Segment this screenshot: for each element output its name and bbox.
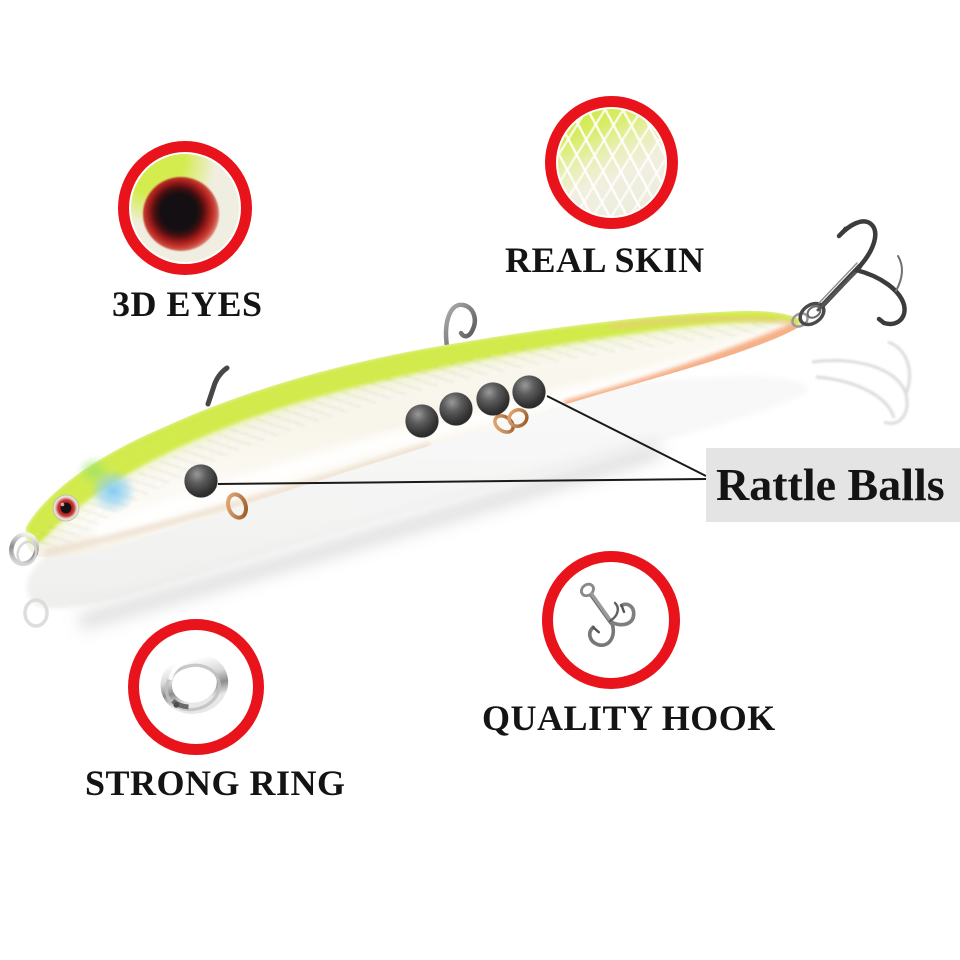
callout-circle-quality-hook	[542, 551, 680, 689]
eye-closeup-icon	[131, 154, 239, 262]
rear-hook-point	[205, 365, 230, 407]
label-real-skin: REAL SKIN	[505, 240, 705, 280]
rattle-ball	[476, 382, 510, 416]
rattle-ball	[512, 375, 546, 409]
nose-split-ring	[8, 531, 40, 567]
lure-eye	[52, 494, 80, 522]
belly-hook-point	[443, 302, 477, 350]
tail-treble-hook	[791, 219, 907, 328]
ghost-reflection	[23, 340, 911, 630]
callout-circle-strong-ring	[128, 619, 264, 755]
treble-hook-icon	[555, 564, 667, 676]
label-3d-eyes: 3D EYES	[112, 284, 263, 324]
split-ring-icon	[141, 632, 251, 742]
rattle-balls	[184, 375, 546, 498]
rattle-ball	[439, 392, 473, 426]
lure-eye-closeup	[143, 177, 219, 251]
skin-texture-icon	[558, 109, 665, 216]
skin-mesh-pattern	[558, 109, 665, 216]
blue-head-spot	[90, 469, 136, 513]
ghost-hook	[811, 340, 911, 425]
pointer-line-horizontal	[217, 478, 707, 485]
callout-circle-real-skin	[545, 96, 678, 229]
belly-hanger-mid	[493, 408, 529, 434]
pointer-line-diagonal	[546, 395, 707, 477]
label-rattle-balls: Rattle Balls	[716, 459, 945, 510]
label-quality-hook: QUALITY HOOK	[482, 698, 776, 738]
callout-circle-3d-eyes	[118, 141, 252, 275]
rattle-ball	[405, 404, 439, 438]
rattle-ball	[184, 464, 218, 498]
belly-hanger-front	[226, 492, 248, 520]
label-strong-ring: STRONG RING	[85, 763, 346, 803]
pointer-lines	[217, 395, 707, 485]
rattle-balls-label-box: Rattle Balls	[706, 448, 960, 522]
